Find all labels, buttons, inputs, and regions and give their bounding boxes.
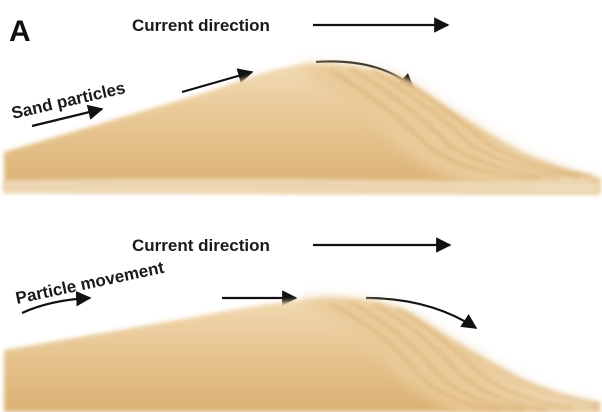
top-panel: A Current direction Sand particles: [4, 15, 600, 194]
panel-letter: A: [9, 15, 31, 48]
bottom-particle-movement-label: Particle movement: [14, 258, 166, 308]
bottom-sand-dune: [4, 298, 600, 412]
bottom-panel: Current direction Particle movement: [4, 236, 600, 412]
bottom-current-direction-label: Current direction: [132, 236, 270, 255]
top-sand-dune: [4, 64, 600, 194]
top-current-direction-label: Current direction: [132, 16, 270, 35]
